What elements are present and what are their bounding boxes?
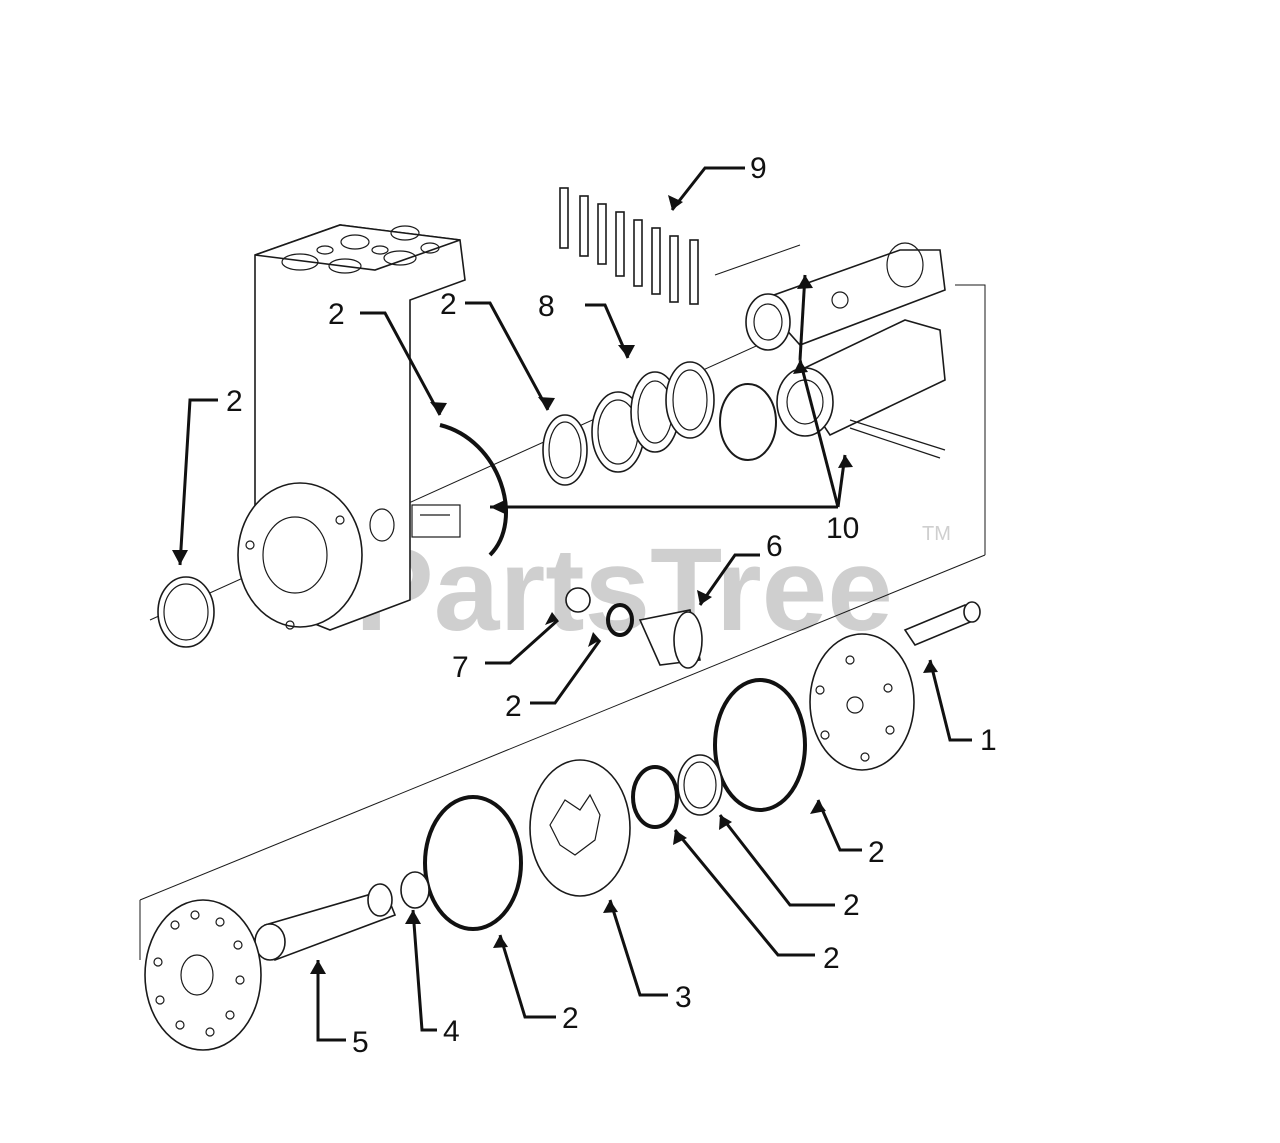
left-seal-ring — [157, 576, 215, 648]
housing-o-ring — [439, 423, 508, 557]
callout-2: 2 — [868, 836, 885, 869]
callout-1: 1 — [980, 724, 997, 757]
end-cap-o-ring — [713, 678, 807, 812]
callout-9: 9 — [750, 152, 767, 185]
callout-3: 3 — [675, 981, 692, 1014]
spacer-ring — [677, 754, 723, 816]
callout-2: 2 — [226, 385, 243, 418]
callout-2: 2 — [505, 690, 522, 723]
small-o-ring — [631, 765, 679, 829]
callout-2: 2 — [328, 298, 345, 331]
gerotor — [529, 759, 631, 897]
callout-2: 2 — [562, 1002, 579, 1035]
callout-labels: 9 8 2 2 2 10 6 7 2 1 2 2 2 3 2 4 5 — [226, 152, 997, 1059]
cap-screw — [903, 601, 981, 646]
callout-8: 8 — [538, 290, 555, 323]
drive-shaft — [254, 883, 397, 962]
end-cap — [809, 633, 915, 771]
spacer — [400, 871, 430, 909]
front-plate — [144, 899, 262, 1051]
check-valve-parts — [565, 587, 703, 669]
callout-2: 2 — [843, 889, 860, 922]
valve-housing — [237, 224, 466, 631]
callout-10: 10 — [826, 512, 859, 545]
callout-4: 4 — [443, 1015, 460, 1048]
arrowheads — [172, 195, 938, 974]
centering-springs — [559, 187, 699, 305]
spool-and-sleeve — [745, 242, 946, 459]
gerotor-o-ring — [423, 795, 523, 931]
callout-7: 7 — [452, 651, 469, 684]
callout-2: 2 — [823, 942, 840, 975]
bearing-stack — [542, 361, 715, 486]
callout-2: 2 — [440, 288, 457, 321]
sleeve-o-ring — [719, 383, 777, 461]
callout-6: 6 — [766, 530, 783, 563]
trademark-mark: TM — [922, 523, 951, 545]
callout-5: 5 — [352, 1026, 369, 1059]
